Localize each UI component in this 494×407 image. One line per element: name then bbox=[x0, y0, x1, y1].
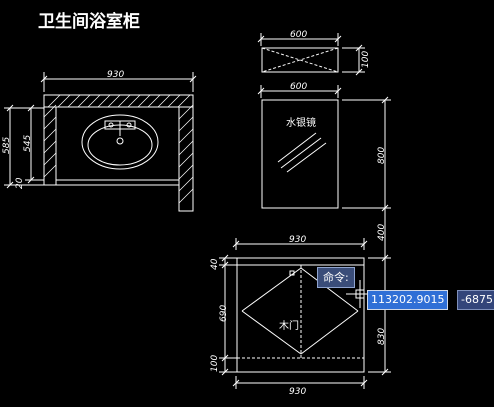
dim-mirror-top: 600 bbox=[290, 82, 307, 92]
dim-left-585: 585 bbox=[2, 137, 12, 154]
dim-gap-side: 400 bbox=[377, 224, 387, 241]
mirror-label: 水银镜 bbox=[286, 116, 316, 129]
cabinet-elevation: 930 木门 40 690 100 830 930 bbox=[210, 235, 391, 397]
drawing-title: 卫生间浴室柜 bbox=[38, 11, 140, 32]
dim-small-side: 100 bbox=[361, 51, 371, 68]
dim-cab-40: 40 bbox=[210, 258, 220, 270]
vanity-plan: 930 bbox=[2, 70, 197, 212]
dim-cab-bottom: 930 bbox=[289, 387, 306, 397]
dim-small-top: 600 bbox=[290, 30, 307, 40]
shelf-elevation: 600 100 bbox=[257, 30, 371, 76]
coordinate-y-input[interactable]: -6875 bbox=[457, 290, 494, 310]
dim-left-545: 545 bbox=[23, 135, 33, 152]
command-prompt-tooltip: 命令: bbox=[317, 267, 355, 288]
dim-cab-top: 930 bbox=[289, 235, 306, 245]
dim-top-width: 930 bbox=[107, 70, 124, 80]
mirror-elevation: 600 水银镜 800 400 bbox=[257, 82, 391, 262]
dim-cab-690: 690 bbox=[219, 305, 229, 322]
coordinate-x-input[interactable]: 113202.9015 bbox=[367, 290, 449, 310]
cabinet-label: 木门 bbox=[279, 319, 299, 332]
dim-cab-830: 830 bbox=[377, 328, 387, 345]
dim-mirror-side: 800 bbox=[377, 147, 387, 164]
dim-left-20: 20 bbox=[15, 177, 25, 189]
dim-cab-100: 100 bbox=[210, 355, 220, 372]
